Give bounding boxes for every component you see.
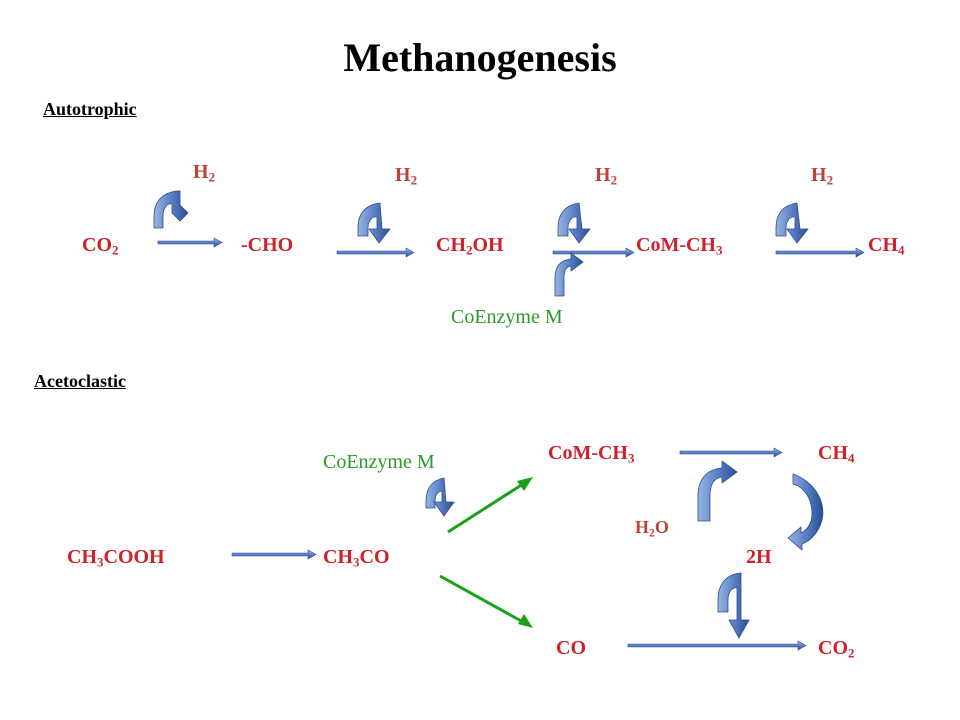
two-h-curved-arrow	[717, 572, 750, 639]
coenzyme-m-label-auto: CoEnzyme M	[451, 306, 563, 328]
h2-label-4: H2	[811, 164, 834, 188]
ch4-to-2h-curved-arrow	[787, 473, 824, 551]
ch4-label: CH4	[868, 234, 905, 258]
h2-label-3: H2	[595, 164, 618, 188]
co2-label-aceto: CO2	[818, 637, 855, 661]
h2o-curved-arrow	[697, 460, 738, 522]
ch4-label-aceto: CH4	[818, 442, 855, 466]
reaction-arrow-4	[775, 247, 865, 258]
com-ch3-label: CoM-CH3	[636, 234, 723, 258]
branch-to-com-ch3-arrow	[447, 477, 533, 534]
ch3cooh-label: CH3COOH	[67, 546, 165, 570]
h2-curved-arrow-1	[153, 190, 189, 229]
h2-curved-arrow-4	[775, 202, 809, 244]
autotrophic-heading: Autotrophic	[43, 99, 137, 119]
h2-label-1: H2	[193, 161, 216, 185]
diagram-title: Methanogenesis	[343, 35, 617, 80]
two-h-label: 2H	[746, 546, 772, 568]
com-ch3-to-ch4-arrow	[679, 447, 783, 458]
ch3co-label: CH3CO	[323, 546, 390, 570]
coenzyme-m-curved-arrow-aceto	[425, 477, 455, 517]
co-label: CO	[556, 637, 586, 659]
reaction-arrow-1	[157, 237, 223, 248]
reaction-arrow-3	[552, 247, 635, 258]
ch3cooh-to-ch3co-arrow	[231, 549, 317, 560]
h2-curved-arrow-2	[357, 202, 391, 244]
coenzyme-m-label-aceto: CoEnzyme M	[323, 451, 435, 473]
co2-label: CO2	[82, 234, 119, 258]
co-to-co2-arrow	[627, 640, 807, 651]
ch2oh-label: CH2OH	[436, 234, 504, 258]
com-ch3-label-aceto: CoM-CH3	[548, 442, 635, 466]
h2o-label: H2O	[635, 517, 669, 540]
cho-label: -CHO	[241, 234, 294, 256]
coenzyme-m-curved-arrow	[554, 252, 584, 297]
h2-curved-arrow-3	[557, 202, 591, 244]
reaction-arrow-2	[336, 247, 415, 258]
branch-to-co-arrow	[439, 574, 533, 628]
acetoclastic-heading: Acetoclastic	[34, 371, 126, 391]
h2-label-2: H2	[395, 164, 418, 188]
